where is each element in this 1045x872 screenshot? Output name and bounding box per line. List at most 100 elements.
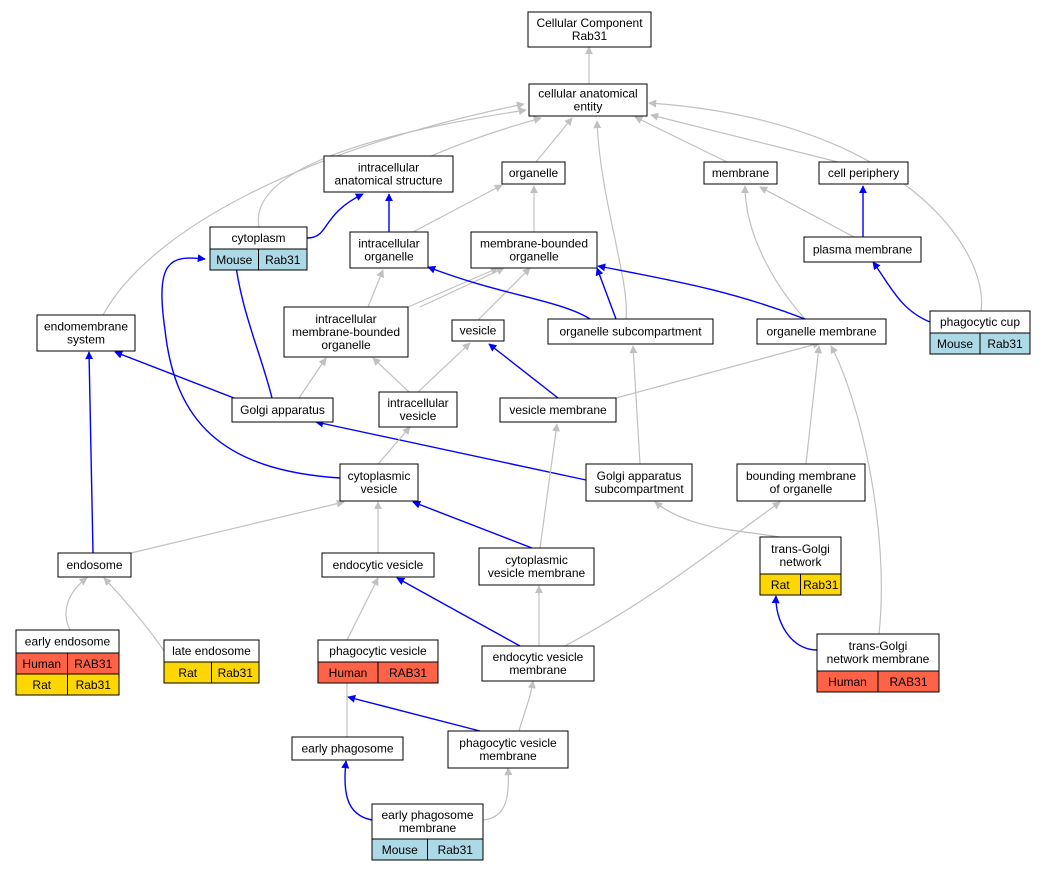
gene-cell: [211, 661, 260, 684]
is-a-edge: [130, 499, 345, 554]
gene-label: Rab31: [265, 253, 301, 267]
gene-cell: [979, 332, 1031, 355]
gene-cell: [800, 573, 842, 596]
node-box: [378, 391, 458, 428]
node-label: membrane: [479, 749, 537, 763]
node-organelle[interactable]: organelle: [501, 161, 566, 185]
node-golgi[interactable]: Golgi apparatus: [231, 397, 334, 423]
node-plasma-membrane[interactable]: plasma membrane: [803, 236, 922, 263]
is-a-edge: [298, 357, 327, 399]
gene-cell: [67, 673, 120, 696]
is-a-edge: [377, 426, 411, 465]
node-organelle-membrane[interactable]: organelle membrane: [756, 318, 887, 345]
node-box: [36, 314, 136, 352]
part-of-edge: [347, 694, 481, 732]
is-a-edge: [650, 112, 839, 163]
gene-label: Rab31: [76, 678, 112, 692]
gene-cell: [258, 248, 308, 271]
species-label: Mouse: [382, 843, 418, 857]
node-label: intracellular: [358, 237, 419, 251]
node-box: [283, 306, 409, 358]
node-label: cytoplasmic: [505, 553, 568, 567]
node-label: bounding membrane: [746, 469, 856, 483]
node-box: [451, 319, 505, 342]
species-label: Human: [329, 666, 368, 680]
node-cell-periphery[interactable]: cell periphery: [818, 161, 909, 185]
node-label: early phagosome: [301, 742, 393, 756]
node-label: cellular anatomical: [538, 87, 637, 101]
node-label: subcompartment: [594, 482, 684, 496]
node-label: of organelle: [770, 482, 833, 496]
node-early-phagosome[interactable]: early phagosome: [291, 736, 404, 761]
node-vesicle[interactable]: vesicle: [451, 319, 505, 342]
node-label: cell periphery: [828, 166, 899, 180]
is-a-edge: [654, 501, 780, 538]
node-organelle-sub[interactable]: organelle subcompartment: [547, 318, 714, 345]
node-endosome[interactable]: endosome: [57, 552, 132, 578]
node-box: [321, 552, 435, 578]
node-label: vesicle: [361, 482, 398, 496]
node-box: [470, 231, 598, 269]
is-a-edge: [564, 501, 781, 647]
node-label: vesicle: [460, 324, 497, 338]
node-label: organelle: [321, 338, 371, 352]
is-a-edge: [257, 107, 527, 228]
node-box: [478, 547, 595, 586]
node-vesicle-membrane[interactable]: vesicle membrane: [499, 397, 617, 423]
node-label: entity: [574, 100, 603, 114]
is-a-edge: [430, 116, 542, 157]
node-box: [759, 536, 842, 575]
node-label: organelle membrane: [766, 325, 876, 339]
node-endocytic-vesicle[interactable]: endocytic vesicle: [321, 552, 435, 578]
node-label: cytoplasmic: [348, 469, 411, 483]
is-a-edge: [741, 185, 806, 320]
is-a-edge: [412, 184, 503, 233]
node-box: [499, 397, 617, 423]
species-label: Rat: [178, 666, 197, 680]
part-of-edge: [85, 351, 94, 554]
node-label: membrane: [509, 663, 567, 677]
is-a-edge: [805, 345, 823, 465]
species-label: Rat: [771, 578, 790, 592]
node-membrane[interactable]: membrane: [703, 161, 778, 185]
is-a-edge: [535, 117, 573, 163]
gene-label: RAB31: [389, 666, 427, 680]
is-a-edge: [830, 345, 882, 635]
is-a-edge: [103, 577, 165, 652]
part-of-edge: [872, 261, 931, 323]
node-label: intracellular: [358, 161, 419, 175]
node-box: [585, 463, 693, 502]
gene-cell: [877, 670, 940, 693]
is-a-edge: [407, 267, 499, 308]
node-label: endocytic vesicle: [333, 558, 424, 572]
species-label: Human: [828, 675, 867, 689]
gene-label: Rab31: [438, 843, 474, 857]
node-box: [501, 161, 566, 185]
gene-label: RAB31: [889, 675, 927, 689]
is-a-edge: [615, 341, 821, 399]
node-box: [527, 11, 652, 48]
